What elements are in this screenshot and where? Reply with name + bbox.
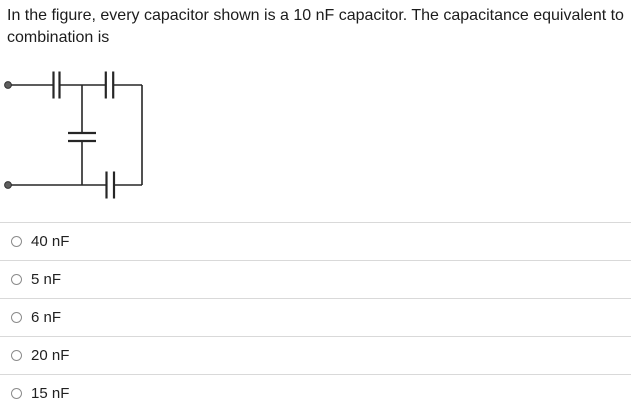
- capacitor-4: [105, 171, 116, 199]
- option-label: 15 nF: [31, 385, 70, 402]
- option-label: 5 nF: [31, 271, 62, 288]
- capacitor-3: [68, 131, 96, 143]
- option-row-40nf[interactable]: 40 nF: [0, 222, 631, 260]
- option-row-5nf[interactable]: 5 nF: [0, 260, 631, 298]
- radio-button[interactable]: [11, 236, 22, 247]
- option-row-6nf[interactable]: 6 nF: [0, 298, 631, 336]
- radio-button[interactable]: [11, 274, 22, 285]
- options-list: 40 nF 5 nF 6 nF 20 nF 15 nF: [0, 222, 631, 412]
- capacitor-1: [52, 71, 61, 99]
- capacitor-2: [104, 71, 115, 99]
- option-label: 20 nF: [31, 347, 70, 364]
- question-line-2: combination is: [7, 29, 110, 46]
- option-label: 6 nF: [31, 309, 62, 326]
- radio-button[interactable]: [11, 350, 22, 361]
- terminal-bottom-icon: [4, 181, 12, 189]
- question-text: In the figure, every capacitor shown is …: [7, 5, 627, 49]
- question-line-1: In the figure, every capacitor shown is …: [7, 7, 624, 24]
- option-row-15nf[interactable]: 15 nF: [0, 374, 631, 412]
- circuit-figure: [4, 71, 143, 199]
- radio-button[interactable]: [11, 312, 22, 323]
- terminal-top-icon: [4, 81, 12, 89]
- radio-button[interactable]: [11, 388, 22, 399]
- option-row-20nf[interactable]: 20 nF: [0, 336, 631, 374]
- option-label: 40 nF: [31, 233, 70, 250]
